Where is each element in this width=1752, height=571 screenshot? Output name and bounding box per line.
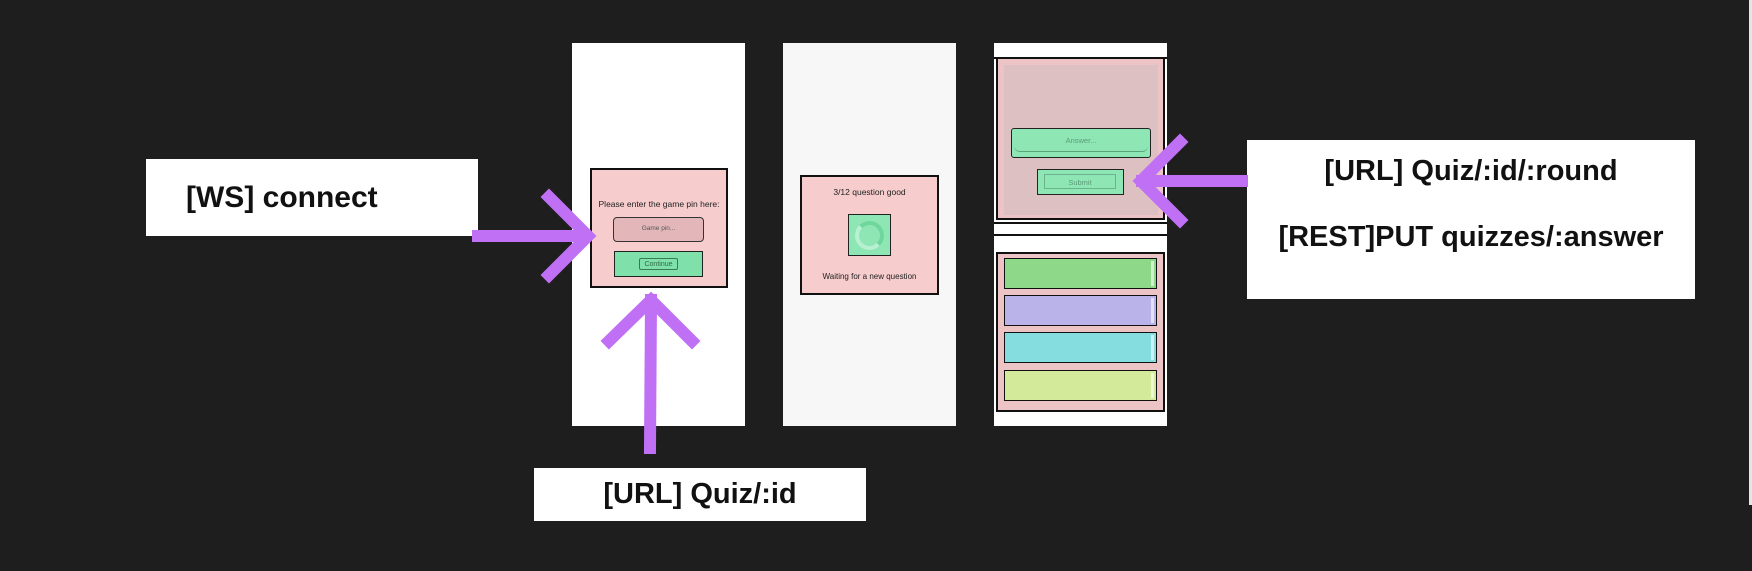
ws-connect-label: [WS] connect [146,159,478,236]
submit-button-label: Submit [1044,174,1116,189]
question-progress-text: 3/12 question good [833,187,906,197]
url-quiz-round-text: [URL] Quiz/:id/:round [1324,155,1618,187]
arrow-url-quiz-id [643,293,658,455]
answer-option-2[interactable] [1004,295,1157,326]
game-pin-input[interactable]: Game pin... [613,217,704,242]
round-answer-label: [URL] Quiz/:id/:round [REST]PUT quizzes/… [1247,140,1695,299]
answer-option-4[interactable] [1004,370,1157,401]
loading-spinner-icon [855,221,884,250]
waiting-message: Waiting for a new question [822,272,917,281]
rest-put-answer-text: [REST]PUT quizzes/:answer [1278,221,1664,253]
canvas-edge-line [1749,0,1752,505]
continue-button[interactable] [614,251,703,277]
divider [994,57,1167,59]
divider [994,222,1167,224]
divider [994,234,1167,236]
game-pin-prompt: Please enter the game pin here: [598,199,720,209]
continue-button-label: Continue [639,258,678,270]
submit-button[interactable] [1037,169,1124,195]
arrow-url-quiz-id-head [600,291,701,350]
url-quiz-id-label: [URL] Quiz/:id [534,468,866,521]
arrow-url-round-head [1132,133,1189,229]
url-quiz-id-text: [URL] Quiz/:id [603,478,797,510]
answer-option-1[interactable] [1004,258,1157,289]
answer-input-placeholder: Answer... [1014,130,1148,152]
answer-option-3[interactable] [1004,332,1157,363]
answer-input[interactable] [1011,128,1151,158]
arrow-ws-connect-head [540,188,597,284]
ws-connect-text: [WS] connect [186,181,378,214]
